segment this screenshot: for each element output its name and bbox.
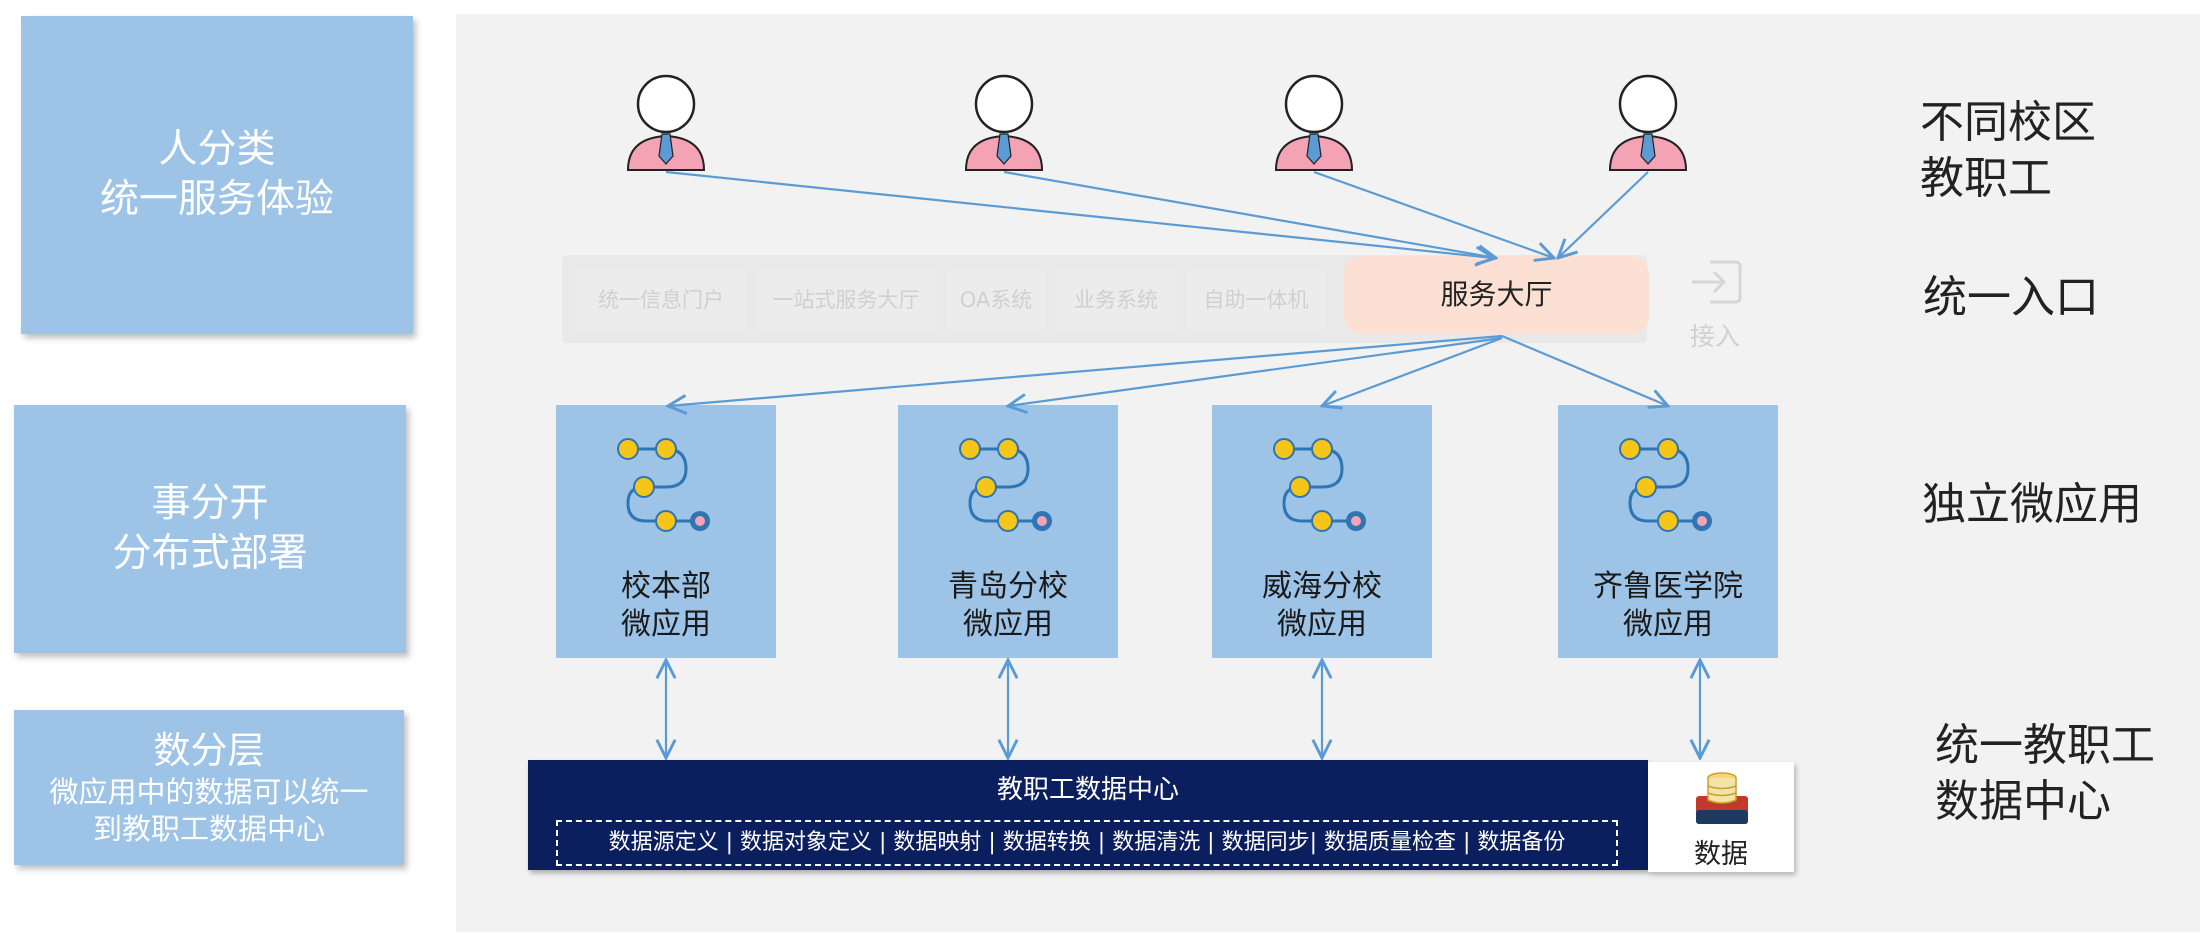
connect-label: 接入 <box>1690 322 1741 351</box>
app-type: 微应用 <box>963 607 1053 642</box>
person-icon <box>626 74 706 171</box>
arrow-hall-app-3 <box>1322 336 1503 406</box>
label-staff-line2: 教职工 <box>1920 153 2052 204</box>
app-name: 校本部 <box>621 569 711 604</box>
label-micro-apps: 独立微应用 <box>1922 479 2142 530</box>
data-center-title: 教职工数据中心 <box>996 775 1179 805</box>
app-type: 微应用 <box>1623 607 1713 642</box>
category-data-line2: 到教职工数据中心 <box>92 811 325 846</box>
category-people-subtitle: 统一服务体验 <box>99 177 334 222</box>
label-data-center: 统一教职工 数据中心 <box>1935 718 2155 830</box>
category-data-line1: 微应用中的数据可以统一 <box>49 774 369 809</box>
entrance-item-business: 业务系统 <box>1056 270 1176 330</box>
label-dc-line1: 统一教职工 <box>1935 720 2155 771</box>
entrance-item-oa: OA系统 <box>946 270 1046 330</box>
micro-app-qilu-medical: 齐鲁医学院 微应用 <box>1558 405 1778 658</box>
category-data-title: 数分层 <box>153 728 265 772</box>
category-people: 人分类 统一服务体验 <box>21 16 413 334</box>
data-center-functions: 数据源定义 | 数据对象定义 | 数据映射 | 数据转换 | 数据清洗 | 数据… <box>556 820 1618 866</box>
category-data: 数分层 微应用中的数据可以统一 到教职工数据中心 <box>14 710 404 865</box>
workflow-icon <box>617 438 710 532</box>
label-dc-line2: 数据中心 <box>1935 776 2111 827</box>
label-staff: 不同校区 教职工 <box>1920 95 2096 207</box>
app-name: 齐鲁医学院 <box>1593 569 1743 604</box>
micro-app-main-campus: 校本部 微应用 <box>556 405 776 658</box>
arrow-staff-4 <box>1558 171 1649 258</box>
login-icon <box>1692 260 1742 304</box>
data-label: 数据 <box>1694 839 1748 870</box>
workflow-icon <box>959 438 1052 532</box>
data-center-box <box>528 760 1648 870</box>
category-people-title: 人分类 <box>158 127 276 172</box>
category-apps-title: 事分开 <box>151 481 269 526</box>
arrow-staff-1 <box>665 170 1494 258</box>
label-staff-line1: 不同校区 <box>1920 97 2096 148</box>
arrow-hall-app-4 <box>1501 334 1668 406</box>
app-name: 威海分校 <box>1262 569 1382 604</box>
arrow-hall-app-1 <box>668 334 1503 406</box>
app-name: 青岛分校 <box>948 569 1068 604</box>
entrance-item-kiosk: 自助一体机 <box>1186 270 1326 330</box>
workflow-icon <box>1619 438 1712 532</box>
person-icon <box>1274 74 1354 171</box>
micro-app-weihai: 威海分校 微应用 <box>1212 405 1432 658</box>
person-icon <box>964 74 1044 171</box>
arrow-staff-3 <box>1313 170 1554 258</box>
entrance-item-portal: 统一信息门户 <box>576 270 746 330</box>
micro-app-qingdao: 青岛分校 微应用 <box>898 405 1118 658</box>
entrance-item-service-hall: 一站式服务大厅 <box>756 270 936 330</box>
person-icon <box>1608 74 1688 171</box>
category-apps-subtitle: 分布式部署 <box>112 531 308 576</box>
app-type: 微应用 <box>621 607 711 642</box>
workflow-icon <box>1273 438 1366 532</box>
category-apps: 事分开 分布式部署 <box>14 405 406 653</box>
label-entry: 统一入口 <box>1923 272 2099 323</box>
arrow-hall-app-2 <box>1008 336 1503 406</box>
app-type: 微应用 <box>1277 607 1367 642</box>
database-icon <box>1696 772 1748 824</box>
service-hall-box: 服务大厅 <box>1344 256 1649 334</box>
arrow-staff-2 <box>1003 170 1496 258</box>
